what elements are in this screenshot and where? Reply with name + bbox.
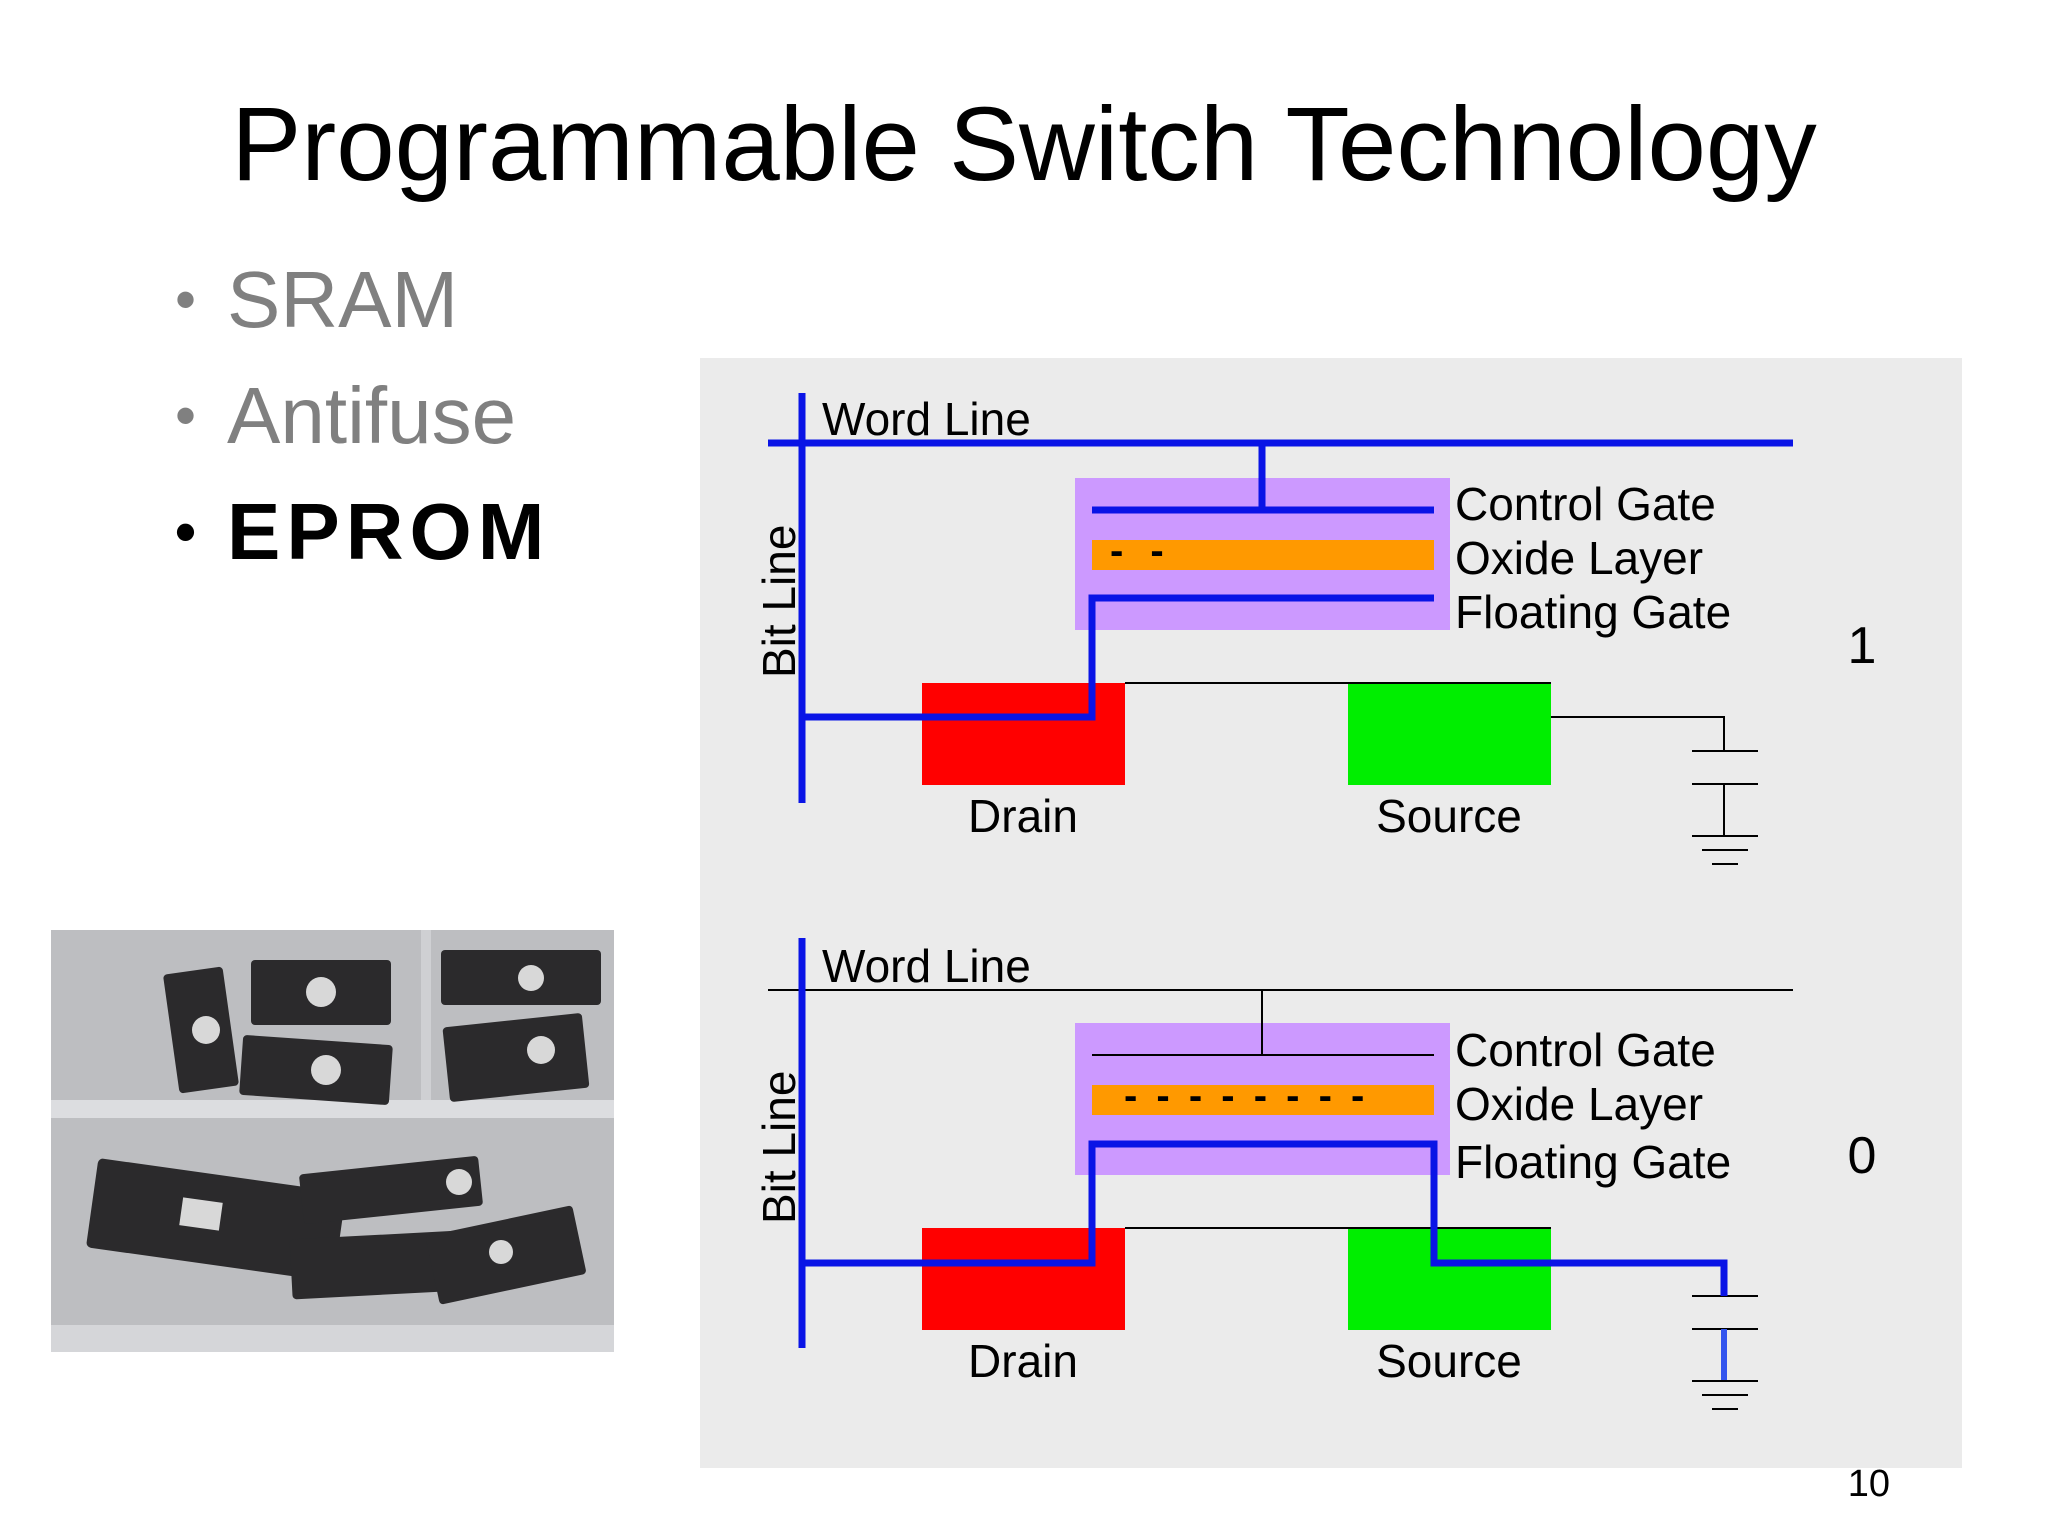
source-label: Source [1376, 790, 1522, 842]
bullet-label: Antifuse [227, 371, 517, 460]
state-label: 0 [1848, 1127, 1877, 1185]
oxide-layer [1092, 540, 1434, 570]
bullet-eprom: • EPROM [175, 482, 550, 582]
bullet-dot-icon: • [175, 498, 197, 565]
oxide-layer-label: Oxide Layer [1455, 1078, 1703, 1130]
bit-line-label: Bit Line [753, 525, 805, 678]
eprom-diagram-panel: - - Word Line Bit Line Control Gate Oxid… [700, 358, 1962, 1468]
slide-number: 10 [1847, 1463, 1890, 1505]
bullet-sram: • SRAM [175, 250, 458, 350]
bullet-dot-icon: • [175, 382, 197, 449]
control-gate-label: Control Gate [1455, 1024, 1716, 1076]
drain-label: Drain [968, 790, 1078, 842]
eprom-cell-diagram-2: - - - - - - - - Word Line Bit Line Contr… [753, 938, 1877, 1410]
bullet-antifuse: • Antifuse [175, 366, 516, 466]
floating-gate-label: Floating Gate [1455, 1136, 1731, 1188]
floating-gate-label: Floating Gate [1455, 586, 1731, 638]
bit-line-label: Bit Line [753, 1071, 805, 1224]
eprom-chips-photo [51, 930, 614, 1352]
drain-label: Drain [968, 1335, 1078, 1387]
oxide-layer-label: Oxide Layer [1455, 532, 1703, 584]
source-block [1348, 1228, 1551, 1330]
state-label: 1 [1848, 617, 1877, 675]
source-block [1348, 683, 1551, 785]
floating-gate-line [802, 594, 1434, 721]
charge-marks: - - [1110, 529, 1172, 573]
bullet-label: EPROM [227, 487, 551, 576]
word-line-label: Word Line [822, 393, 1031, 445]
bullet-label: SRAM [227, 255, 459, 344]
oxide-layer [1092, 1085, 1434, 1115]
word-line-label: Word Line [822, 940, 1031, 992]
eprom-cell-diagram-1: - - Word Line Bit Line Control Gate Oxid… [753, 393, 1877, 865]
conduction-path [802, 1140, 1728, 1296]
ground-wire [1551, 716, 1725, 750]
control-gate-label: Control Gate [1455, 478, 1716, 530]
charge-marks: - - - - - - - - [1124, 1074, 1368, 1118]
slide-title: Programmable Switch Technology [231, 86, 1817, 203]
source-label: Source [1376, 1335, 1522, 1387]
bullet-dot-icon: • [175, 266, 197, 333]
